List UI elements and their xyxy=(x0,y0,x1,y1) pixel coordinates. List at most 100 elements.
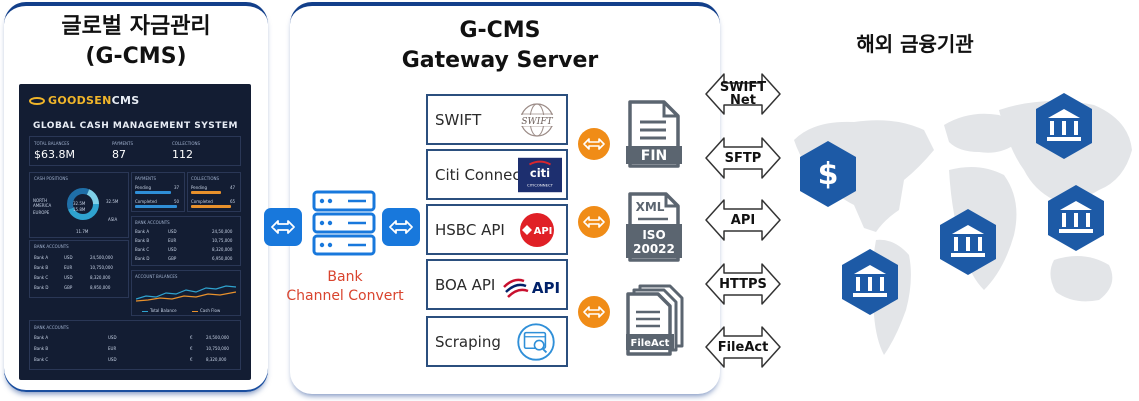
channel-label: BOA API xyxy=(435,276,496,294)
bank-account-cell: Bank A xyxy=(135,229,150,234)
protocol-label: FileAct xyxy=(717,340,769,355)
server-light xyxy=(327,242,333,248)
bank-convert-line1: Bank xyxy=(327,269,363,285)
bank-account-cell: 24,500,000 xyxy=(206,335,229,340)
orange-bidirectional-arrow-icon xyxy=(578,296,610,328)
citi-arc xyxy=(529,160,551,166)
arrow-glyph xyxy=(583,216,605,228)
bank-column xyxy=(856,277,860,291)
bank-account-cell: 8,320,000 xyxy=(90,275,111,280)
bank-roof xyxy=(1048,109,1080,118)
bank-account-cell: 10,75,000 xyxy=(212,238,233,243)
bank-column xyxy=(954,237,958,251)
protocol-label: HTTPS xyxy=(719,277,767,292)
channel-label: Citi Connect xyxy=(435,166,527,184)
cash-positions-label: CASH POSITIONS xyxy=(34,176,68,181)
channel-label: Scraping xyxy=(435,333,501,351)
bank-roof xyxy=(854,265,886,274)
bank-account-cell: € xyxy=(190,357,193,362)
arrow-glyph xyxy=(583,138,605,150)
channel-label: SWIFT xyxy=(435,111,482,129)
scraping-magnifier-handle xyxy=(541,347,548,354)
goodsen-logo: GOODSENCMS xyxy=(29,94,139,107)
protocol-label: API xyxy=(730,213,756,228)
double-arrow-outline xyxy=(705,326,781,368)
cash-flow-line xyxy=(136,291,236,302)
collections-row-value: 47 xyxy=(230,185,236,190)
donut-label: NORTH AMERICA xyxy=(33,198,52,208)
bank-hexagon-icon xyxy=(842,249,898,315)
donut-label: 11.7M xyxy=(76,229,89,234)
bank-channel-convert-label: Bank Channel Convert xyxy=(270,268,420,306)
fileact-label: FileAct xyxy=(631,338,670,349)
bank-column xyxy=(1050,121,1054,135)
gateway-title-line1: G-CMS xyxy=(459,18,541,43)
hsbc-hexagon xyxy=(522,225,532,235)
bank-account-cell: Bank C xyxy=(34,275,49,280)
donut-segment-3 xyxy=(67,188,99,220)
document-fold xyxy=(664,194,678,208)
double-arrow-shape xyxy=(705,137,781,179)
metric-total-balances: TOTAL BALANCES $63.8M xyxy=(34,141,75,161)
system-title: GLOBAL CASH MANAGEMENT SYSTEM xyxy=(33,121,238,131)
collections-pending-bar xyxy=(191,191,221,194)
bank-roof xyxy=(952,225,984,234)
protocol-https: HTTPS xyxy=(704,261,782,307)
bank-account-cell: Bank D xyxy=(135,256,150,261)
cash-donut-chart xyxy=(67,188,99,220)
logo-suffix: CMS xyxy=(111,94,140,107)
metric-value: 87 xyxy=(112,148,126,161)
bank-accounts-label: BANK ACCOUNTS xyxy=(135,220,170,225)
bank-account-cell: 8,320,000 xyxy=(212,247,233,252)
boa-flag-stripe xyxy=(507,288,529,298)
bank-account-cell: USD xyxy=(64,275,73,280)
payments-row-label: Pending xyxy=(135,185,151,190)
double-arrow-outline xyxy=(705,263,781,305)
australia-shape xyxy=(1050,256,1113,302)
bank-column xyxy=(1062,213,1066,227)
collections-row-value: 65 xyxy=(230,199,236,204)
payments-completed-bar xyxy=(135,205,177,208)
gcms-title: 글로벌 자금관리 (G-CMS) xyxy=(4,12,268,72)
metric-label: PAYMENTS xyxy=(112,141,133,146)
bank-base xyxy=(1059,229,1093,233)
payments-card: PAYMENTS Pending 37 Completed 50 xyxy=(131,172,185,212)
hsbc-api-logo-icon: API xyxy=(520,213,554,247)
bank-hexagon-icon xyxy=(1048,185,1104,251)
boa-api-text: API xyxy=(532,279,560,297)
bank-account-cell: Bank A xyxy=(34,335,49,340)
bank-account-cell: 24,50,000 xyxy=(212,229,233,234)
iso-number-label: 20022 xyxy=(633,242,675,256)
bank-accounts-label: BANK ACCOUNTS xyxy=(34,325,69,330)
channel-scraping: Scraping xyxy=(426,316,568,367)
arrow-path xyxy=(389,220,413,234)
document-label-band xyxy=(626,146,682,164)
arrow-glyph xyxy=(583,306,605,318)
protocol-api: API xyxy=(704,197,782,243)
fin-document-icon: FIN xyxy=(626,100,682,168)
protocol-label: SFTP xyxy=(724,151,762,166)
arrow-path xyxy=(271,220,295,234)
server-light xyxy=(319,242,325,248)
collections-row-label: Completed xyxy=(191,199,213,204)
arrow-path xyxy=(583,138,605,150)
metric-label: COLLECTIONS xyxy=(172,141,201,146)
channel-boa-api: BOA API API xyxy=(426,259,568,310)
bank-hexagon-icon xyxy=(1036,93,1092,159)
bank-column xyxy=(1062,121,1066,135)
cash-positions-card: CASH POSITIONS NORTH AMERICA EUROPE ASIA… xyxy=(29,172,129,238)
legend-label: Total Balance xyxy=(150,308,177,313)
bank-roof xyxy=(1060,201,1092,210)
arrow-path xyxy=(583,216,605,228)
payments-label: PAYMENTS xyxy=(135,176,156,181)
bank-account-cell: € xyxy=(190,346,193,351)
bank-account-cell: Bank C xyxy=(135,247,150,252)
payments-row-value: 37 xyxy=(174,185,180,190)
bank-column xyxy=(1086,213,1090,227)
citi-logo-icon: citi CITICONNECT xyxy=(518,157,562,193)
donut-label: 32.5M xyxy=(106,199,119,204)
payments-pending-bar xyxy=(135,191,171,194)
double-arrow-shape xyxy=(705,199,781,241)
double-arrow-shape xyxy=(705,263,781,305)
